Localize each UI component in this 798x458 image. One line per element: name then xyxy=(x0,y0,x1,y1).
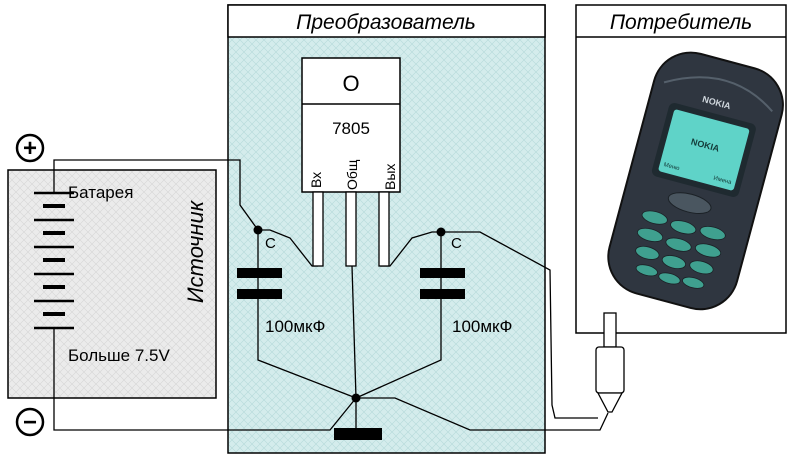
capacitor-right-name: C xyxy=(451,235,462,252)
wire-negative xyxy=(53,328,357,431)
wire-common xyxy=(351,265,357,399)
battery-voltage-label: Больше 7.5V xyxy=(68,346,170,365)
capacitor-right-value: 100мкФ xyxy=(452,317,512,336)
junction-left xyxy=(253,225,263,235)
phone-nav-key xyxy=(667,192,712,215)
minus-symbol: − xyxy=(23,409,37,436)
converter-header xyxy=(227,4,546,38)
phone-soft-right: Имена xyxy=(713,176,733,187)
minus-terminal: − xyxy=(15,407,45,437)
pin-out xyxy=(378,191,390,267)
pin-in-label: Вх xyxy=(308,172,324,188)
consumer-title: Потребитель xyxy=(610,11,752,34)
battery-label: Батарея xyxy=(68,183,133,202)
voltage-regulator: O 7805 Вх Общ Вых xyxy=(301,57,401,267)
wires xyxy=(53,159,609,431)
wire-ground-to-phone xyxy=(356,397,609,431)
source-section: Источник Батарея Больше 7.5V xyxy=(7,169,217,399)
wire-positive xyxy=(53,159,259,231)
regulator-body xyxy=(301,57,401,193)
wire-output-to-phone xyxy=(441,231,598,419)
pin-common xyxy=(345,191,357,267)
source-label: Источник xyxy=(183,199,208,303)
junctions xyxy=(253,225,446,403)
pin-in xyxy=(312,191,324,267)
capacitor-left: C 100мкФ xyxy=(237,235,325,336)
ground-symbol xyxy=(334,428,382,440)
capacitor-left-value: 100мкФ xyxy=(265,317,325,336)
plus-terminal: + xyxy=(15,133,45,163)
phone-soft-left: Меню xyxy=(663,162,681,172)
plus-symbol: + xyxy=(23,135,37,162)
regulator-model: 7805 xyxy=(332,119,370,138)
junction-ground xyxy=(351,393,361,403)
mobile-phone: NOKIA NOKIA Меню Имена xyxy=(607,51,784,311)
pin-common-label: Общ xyxy=(344,159,360,190)
phone-keypad xyxy=(635,210,726,289)
source-area xyxy=(7,169,217,399)
phone-connector-plug xyxy=(595,312,625,413)
capacitor-right: C 100мкФ xyxy=(420,235,512,336)
regulator-tab-label: O xyxy=(342,71,359,96)
battery-symbol xyxy=(34,191,74,330)
pin-out-label: Вых xyxy=(382,164,398,190)
capacitor-left-name: C xyxy=(265,235,276,252)
converter-title: Преобразователь xyxy=(296,11,476,34)
junction-right xyxy=(436,227,446,237)
phone-screen xyxy=(658,109,750,191)
